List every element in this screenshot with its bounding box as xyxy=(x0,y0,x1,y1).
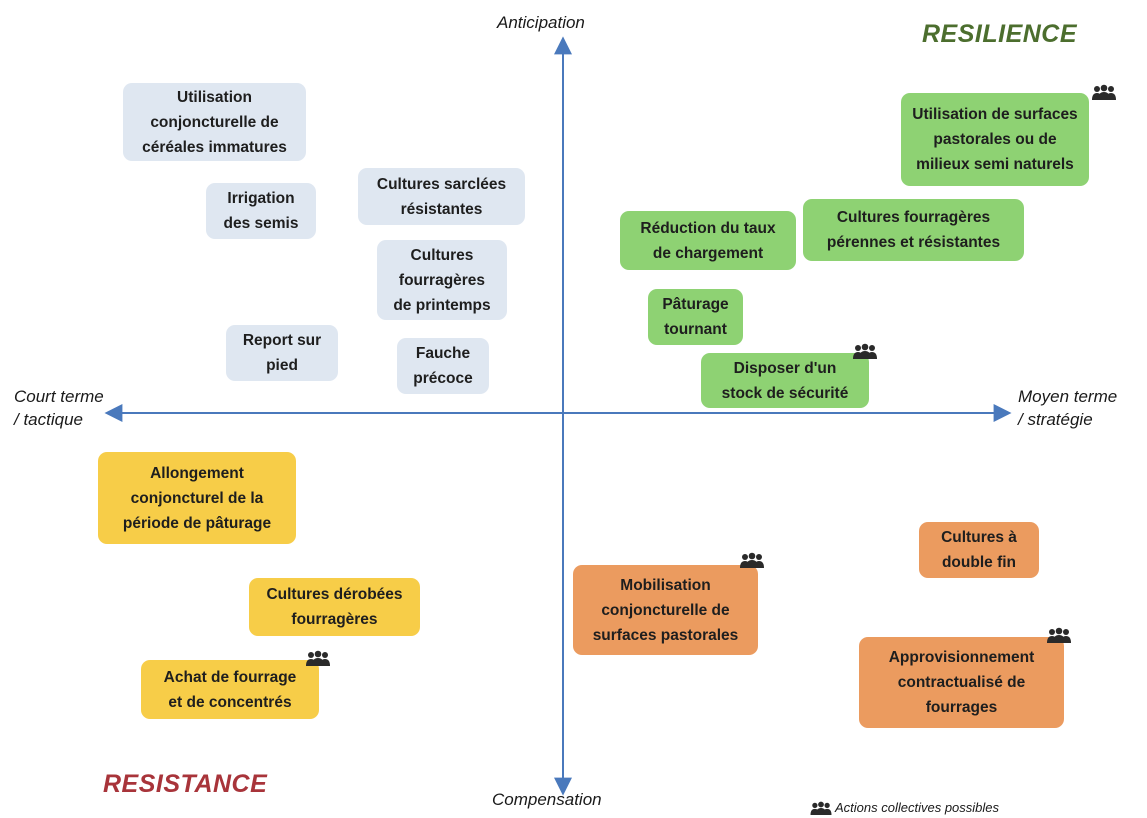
box-achat-fourrage: Achat de fourrage et de concentrés xyxy=(141,660,319,719)
box-cultures-perennes: Cultures fourragères pérennes et résista… xyxy=(803,199,1024,261)
box-mobilisation: Mobilisation conjoncturelle de surfaces … xyxy=(573,565,758,655)
people-group-icon xyxy=(306,650,330,666)
axis-label-bottom: Compensation xyxy=(492,790,602,809)
axis-label-right-line1: Moyen terme xyxy=(1018,387,1118,406)
box-cultures-printemps: Cultures fourragères de printemps xyxy=(377,240,507,320)
legend: Actions collectives possibles xyxy=(810,800,999,815)
people-group-icon xyxy=(1047,627,1071,643)
quadrant-title-resistance: RESISTANCE xyxy=(103,770,268,798)
quadrant-title-resilience: RESILIENCE xyxy=(922,20,1078,48)
box-cultures-sarclees: Cultures sarclées résistantes xyxy=(358,168,525,225)
axis-label-left-line1: Court terme xyxy=(14,387,104,406)
box-utilisation-cereales: Utilisation conjoncturelle de céréales i… xyxy=(123,83,306,161)
people-group-icon xyxy=(810,801,832,815)
box-cultures-derobees: Cultures dérobées fourragères xyxy=(249,578,420,636)
axis-label-left-line2: / tactique xyxy=(14,410,83,429)
box-irrigation: Irrigation des semis xyxy=(206,183,316,239)
box-double-fin: Cultures à double fin xyxy=(919,522,1039,578)
box-stock-securite: Disposer d'un stock de sécurité xyxy=(701,353,869,408)
axis-label-right: Moyen terme / stratégie xyxy=(1018,385,1117,431)
box-surfaces-pastorales: Utilisation de surfaces pastorales ou de… xyxy=(901,93,1089,186)
box-report-pied: Report sur pied xyxy=(226,325,338,381)
axis-label-top: Anticipation xyxy=(497,13,585,32)
people-group-icon xyxy=(1092,84,1116,100)
legend-text: Actions collectives possibles xyxy=(835,800,1000,815)
box-paturage-tournant: Pâturage tournant xyxy=(648,289,743,345)
box-reduction-taux: Réduction du taux de chargement xyxy=(620,211,796,270)
box-approvisionnement: Approvisionnement contractualisé de four… xyxy=(859,637,1064,728)
axis-label-right-line2: / stratégie xyxy=(1018,410,1093,429)
box-fauche: Fauche précoce xyxy=(397,338,489,394)
people-group-icon xyxy=(740,552,764,568)
box-allongement: Allongement conjoncturel de la période d… xyxy=(98,452,296,544)
axis-label-left: Court terme / tactique xyxy=(14,385,104,431)
people-group-icon xyxy=(853,343,877,359)
